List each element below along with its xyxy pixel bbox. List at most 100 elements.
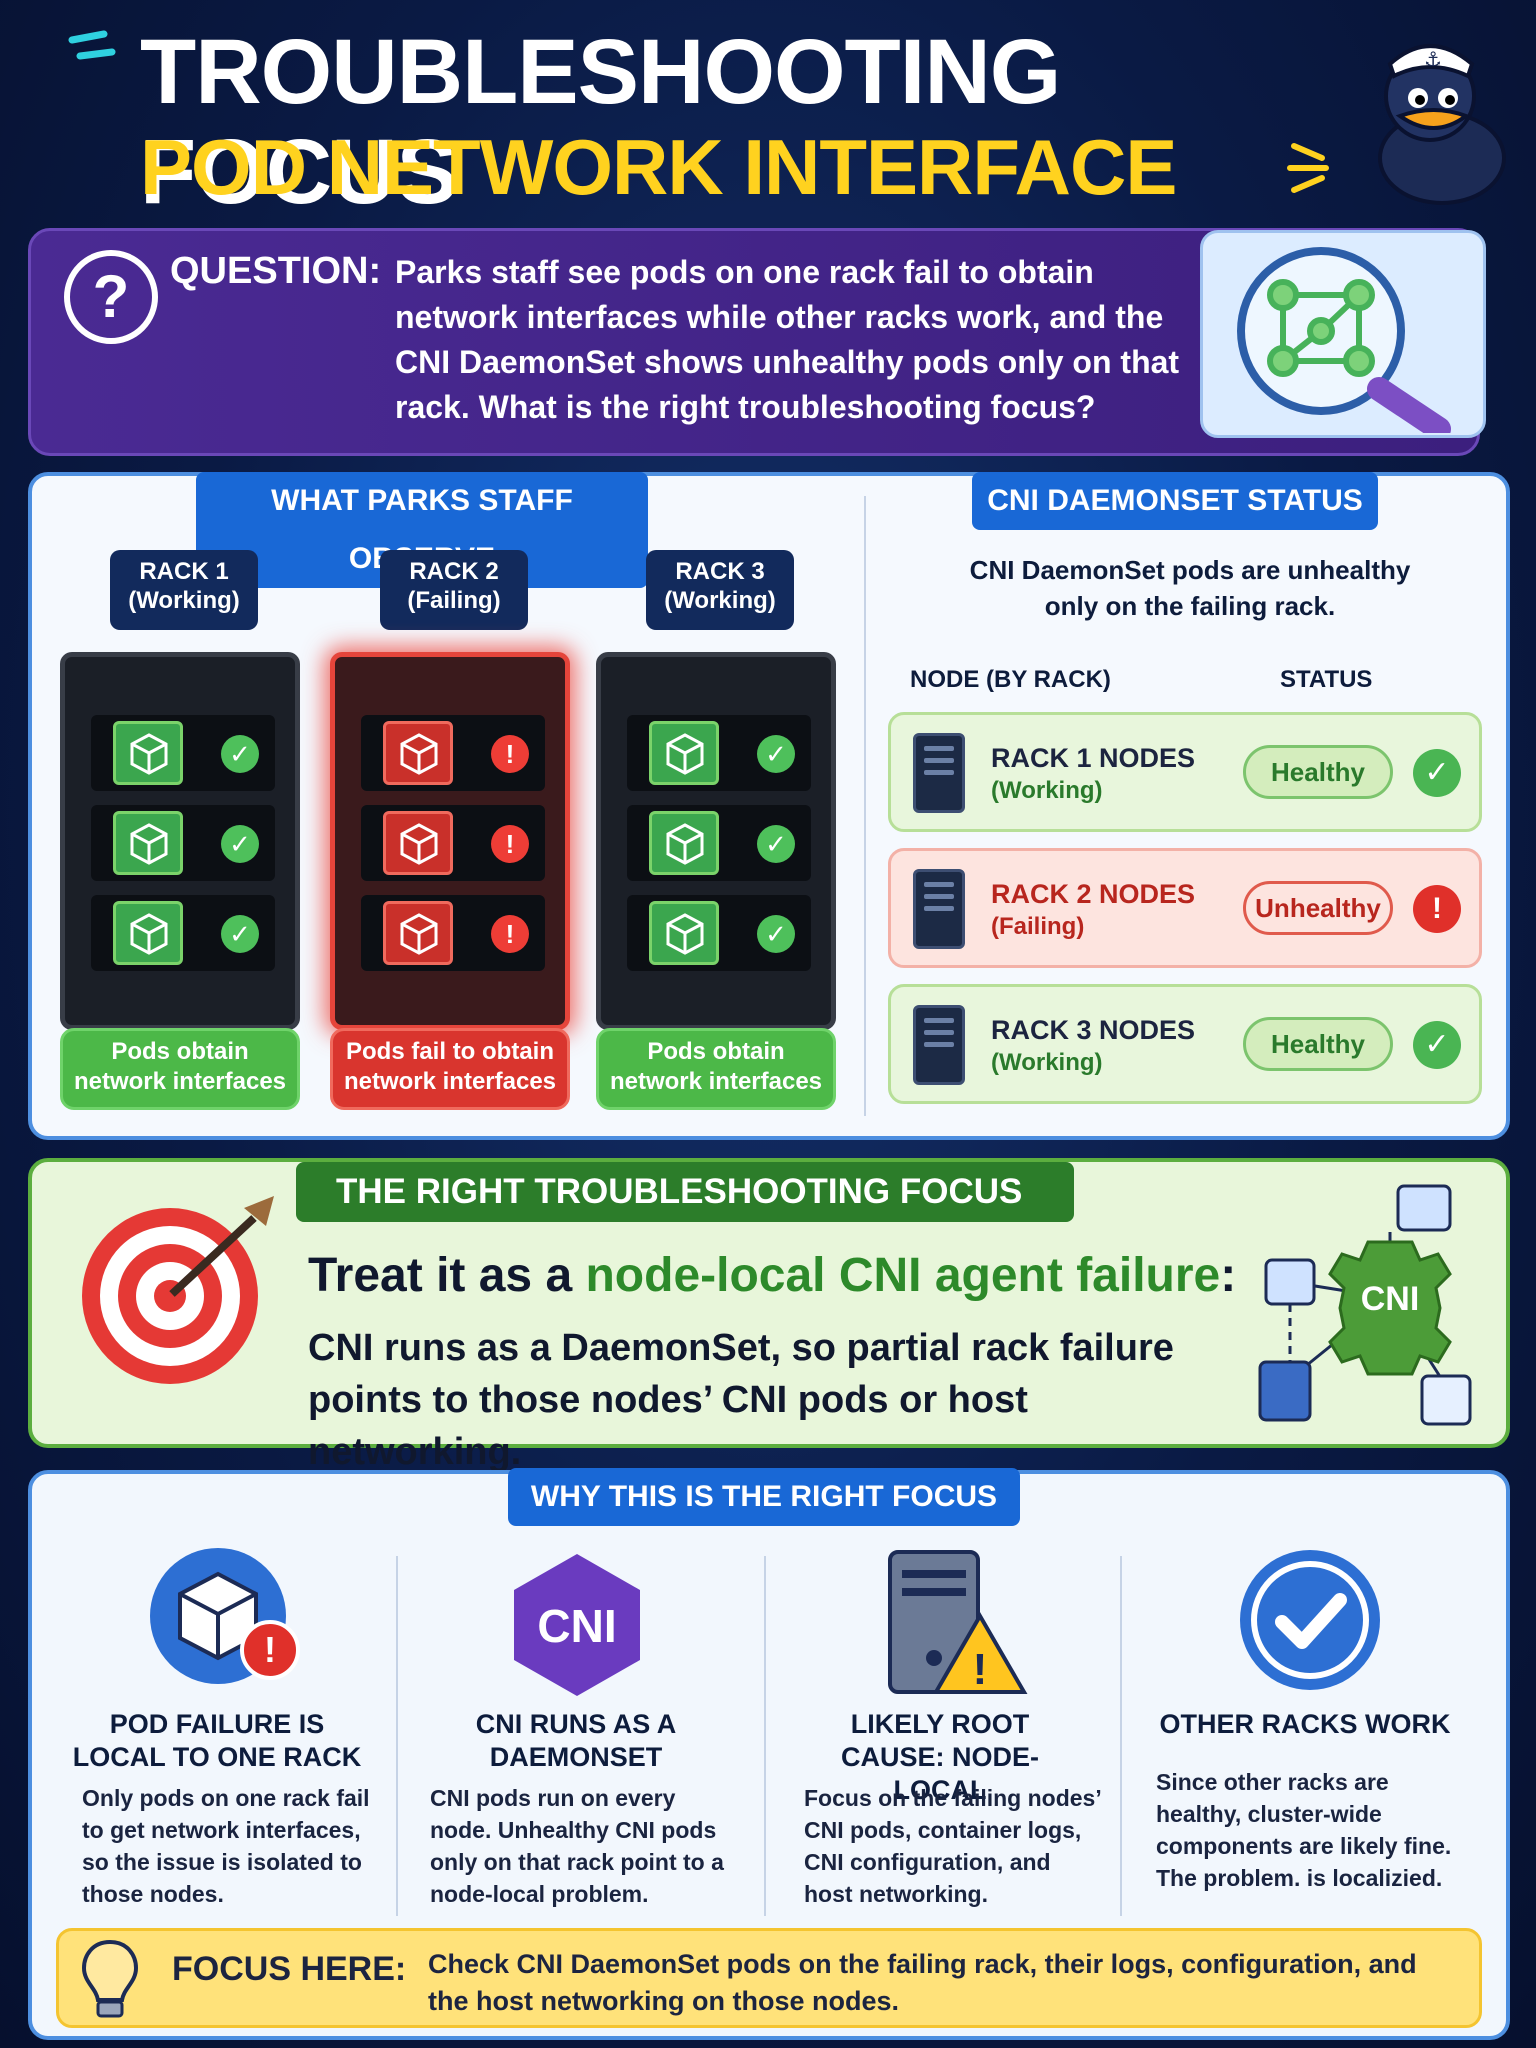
check-icon: ✓ [1413,1021,1461,1069]
column-header-status: STATUS [1280,666,1373,693]
why-col3-title: LIKELY ROOT CAUSE: NODE-LOCAL [840,1709,1039,1805]
focus-headline-prefix: Treat it as a [308,1249,586,1302]
checkmark-icon [1238,1548,1382,1697]
sparkle-icon [1286,136,1334,201]
server-rack: ✓ ✓ ✓ [596,652,836,1030]
question-icon: ? [64,250,158,344]
gear-label: CNI [1361,1280,1420,1318]
alert-icon: ! [491,915,529,953]
alert-icon: ! [1413,885,1461,933]
rack-slot: ✓ [91,895,275,971]
pod-cube-icon [383,811,453,875]
node-name: RACK 2 NODES [991,879,1196,909]
pod-cube-icon [113,901,183,965]
rack-slot: ✓ [627,715,811,791]
column-header-node: NODE (BY RACK) [910,666,1111,693]
why-col2-text: CNI pods run on every node. Unhealthy CN… [430,1785,724,1907]
focus-body: CNI runs as a DaemonSet, so partial rack… [308,1327,1174,1473]
rack-slot: ✓ [627,805,811,881]
node-state: (Failing) [991,913,1085,940]
cni-hexagon-icon: CNI [502,1550,652,1705]
why-col1-text: Only pods on one rack fail to get networ… [82,1785,370,1907]
pod-cube-icon [649,811,719,875]
node-state: (Working) [991,777,1103,804]
network-magnifier-icon [1200,230,1486,441]
rack-name: RACK 3 [675,558,765,585]
target-icon [74,1188,286,1393]
status-badge: Unhealthy [1243,881,1393,935]
why-col4-title: OTHER RACKS WORK [1159,1709,1451,1739]
rack-slot: ✓ [91,715,275,791]
daemonset-tag: CNI DAEMONSET STATUS [972,472,1378,530]
why-col3-text: Focus on the failing nodes’ CNI pods, co… [804,1785,1101,1907]
server-icon [913,1005,965,1085]
cni-hexagon-label: CNI [537,1600,616,1652]
why-col2-title: CNI RUNS AS A DAEMONSET [475,1709,677,1772]
focus-headline: Treat it as a node-local CNI agent failu… [308,1248,1236,1303]
header-accent-icon [62,30,122,85]
rack-name: RACK 1 [139,558,229,585]
rack-state: (Working) [128,587,240,614]
focus-tag: THE RIGHT TROUBLESHOOTING FOCUS [296,1162,1074,1222]
server-rack: ! ! ! [330,652,570,1030]
pod-cube-icon [649,901,719,965]
why-divider-2 [764,1556,766,1916]
cni-gear-diagram: CNI [1250,1172,1482,1437]
focus-here-text: Check CNI DaemonSet pods on the failing … [428,1949,1417,2016]
svg-text:!: ! [264,1629,276,1670]
svg-text:!: ! [973,1645,988,1694]
check-icon: ✓ [757,735,795,773]
check-icon: ✓ [221,825,259,863]
status-badge: Healthy [1243,1017,1393,1071]
server-warning-icon: ! [884,1548,1034,1703]
server-icon [913,733,965,813]
pod-cube-icon [649,721,719,785]
rack-name: RACK 2 [409,558,499,585]
alert-icon: ! [491,825,529,863]
daemonset-intro: CNI DaemonSet pods are unhealthy only on… [969,555,1411,621]
pod-cube-icon [383,901,453,965]
node-name: RACK 3 NODES [991,1015,1196,1045]
rack-slot: ! [361,895,545,971]
status-badge: Healthy [1243,745,1393,799]
node-status-card: RACK 2 NODES (Failing) Unhealthy ! [888,848,1482,968]
server-icon [913,869,965,949]
rack-slot: ! [361,715,545,791]
node-status-card: RACK 3 NODES (Working) Healthy ✓ [888,984,1482,1104]
question-text: Parks staff see pods on one rack fail to… [395,254,1180,425]
focus-here-label: FOCUS HERE: [172,1950,407,1988]
rack-caption: Pods fail to obtain network interfaces [330,1028,570,1110]
page-title: TROUBLESHOOTING FOCUS [140,21,1061,223]
node-status-card: RACK 1 NODES (Working) Healthy ✓ [888,712,1482,832]
svg-text:⚓: ⚓ [1424,47,1442,71]
why-divider-1 [396,1556,398,1916]
node-name: RACK 1 NODES [991,743,1196,773]
rack-state: (Failing) [407,587,501,614]
why-col1-title: POD FAILURE IS LOCAL TO ONE RACK [72,1709,362,1772]
check-icon: ✓ [221,735,259,773]
rack-tag: RACK 2 (Failing) [380,550,528,630]
why-divider-3 [1120,1556,1122,1916]
rack-state: (Working) [664,587,776,614]
check-icon: ✓ [757,825,795,863]
rack-slot: ✓ [627,895,811,971]
server-rack: ✓ ✓ ✓ [60,652,300,1030]
pod-cube-icon [383,721,453,785]
pod-cube-icon [113,721,183,785]
why-col4-text: Since other racks are healthy, cluster-w… [1156,1769,1452,1891]
check-icon: ✓ [221,915,259,953]
rack-tag: RACK 1 (Working) [110,550,258,630]
rack-caption: Pods obtain network interfaces [60,1028,300,1110]
rack-slot: ! [361,805,545,881]
question-label: QUESTION: [170,250,382,292]
alert-icon: ! [491,735,529,773]
check-icon: ✓ [1413,749,1461,797]
node-state: (Working) [991,1049,1103,1076]
focus-here-banner [56,1928,1482,2028]
pod-cube-icon [113,811,183,875]
check-icon: ✓ [757,915,795,953]
focus-headline-highlight: node-local CNI agent failure [585,1249,1221,1302]
duck-mascot-icon: ⚓ [1360,18,1510,213]
rack-tag: RACK 3 (Working) [646,550,794,630]
pod-cube-alert-icon: ! [148,1546,308,1701]
